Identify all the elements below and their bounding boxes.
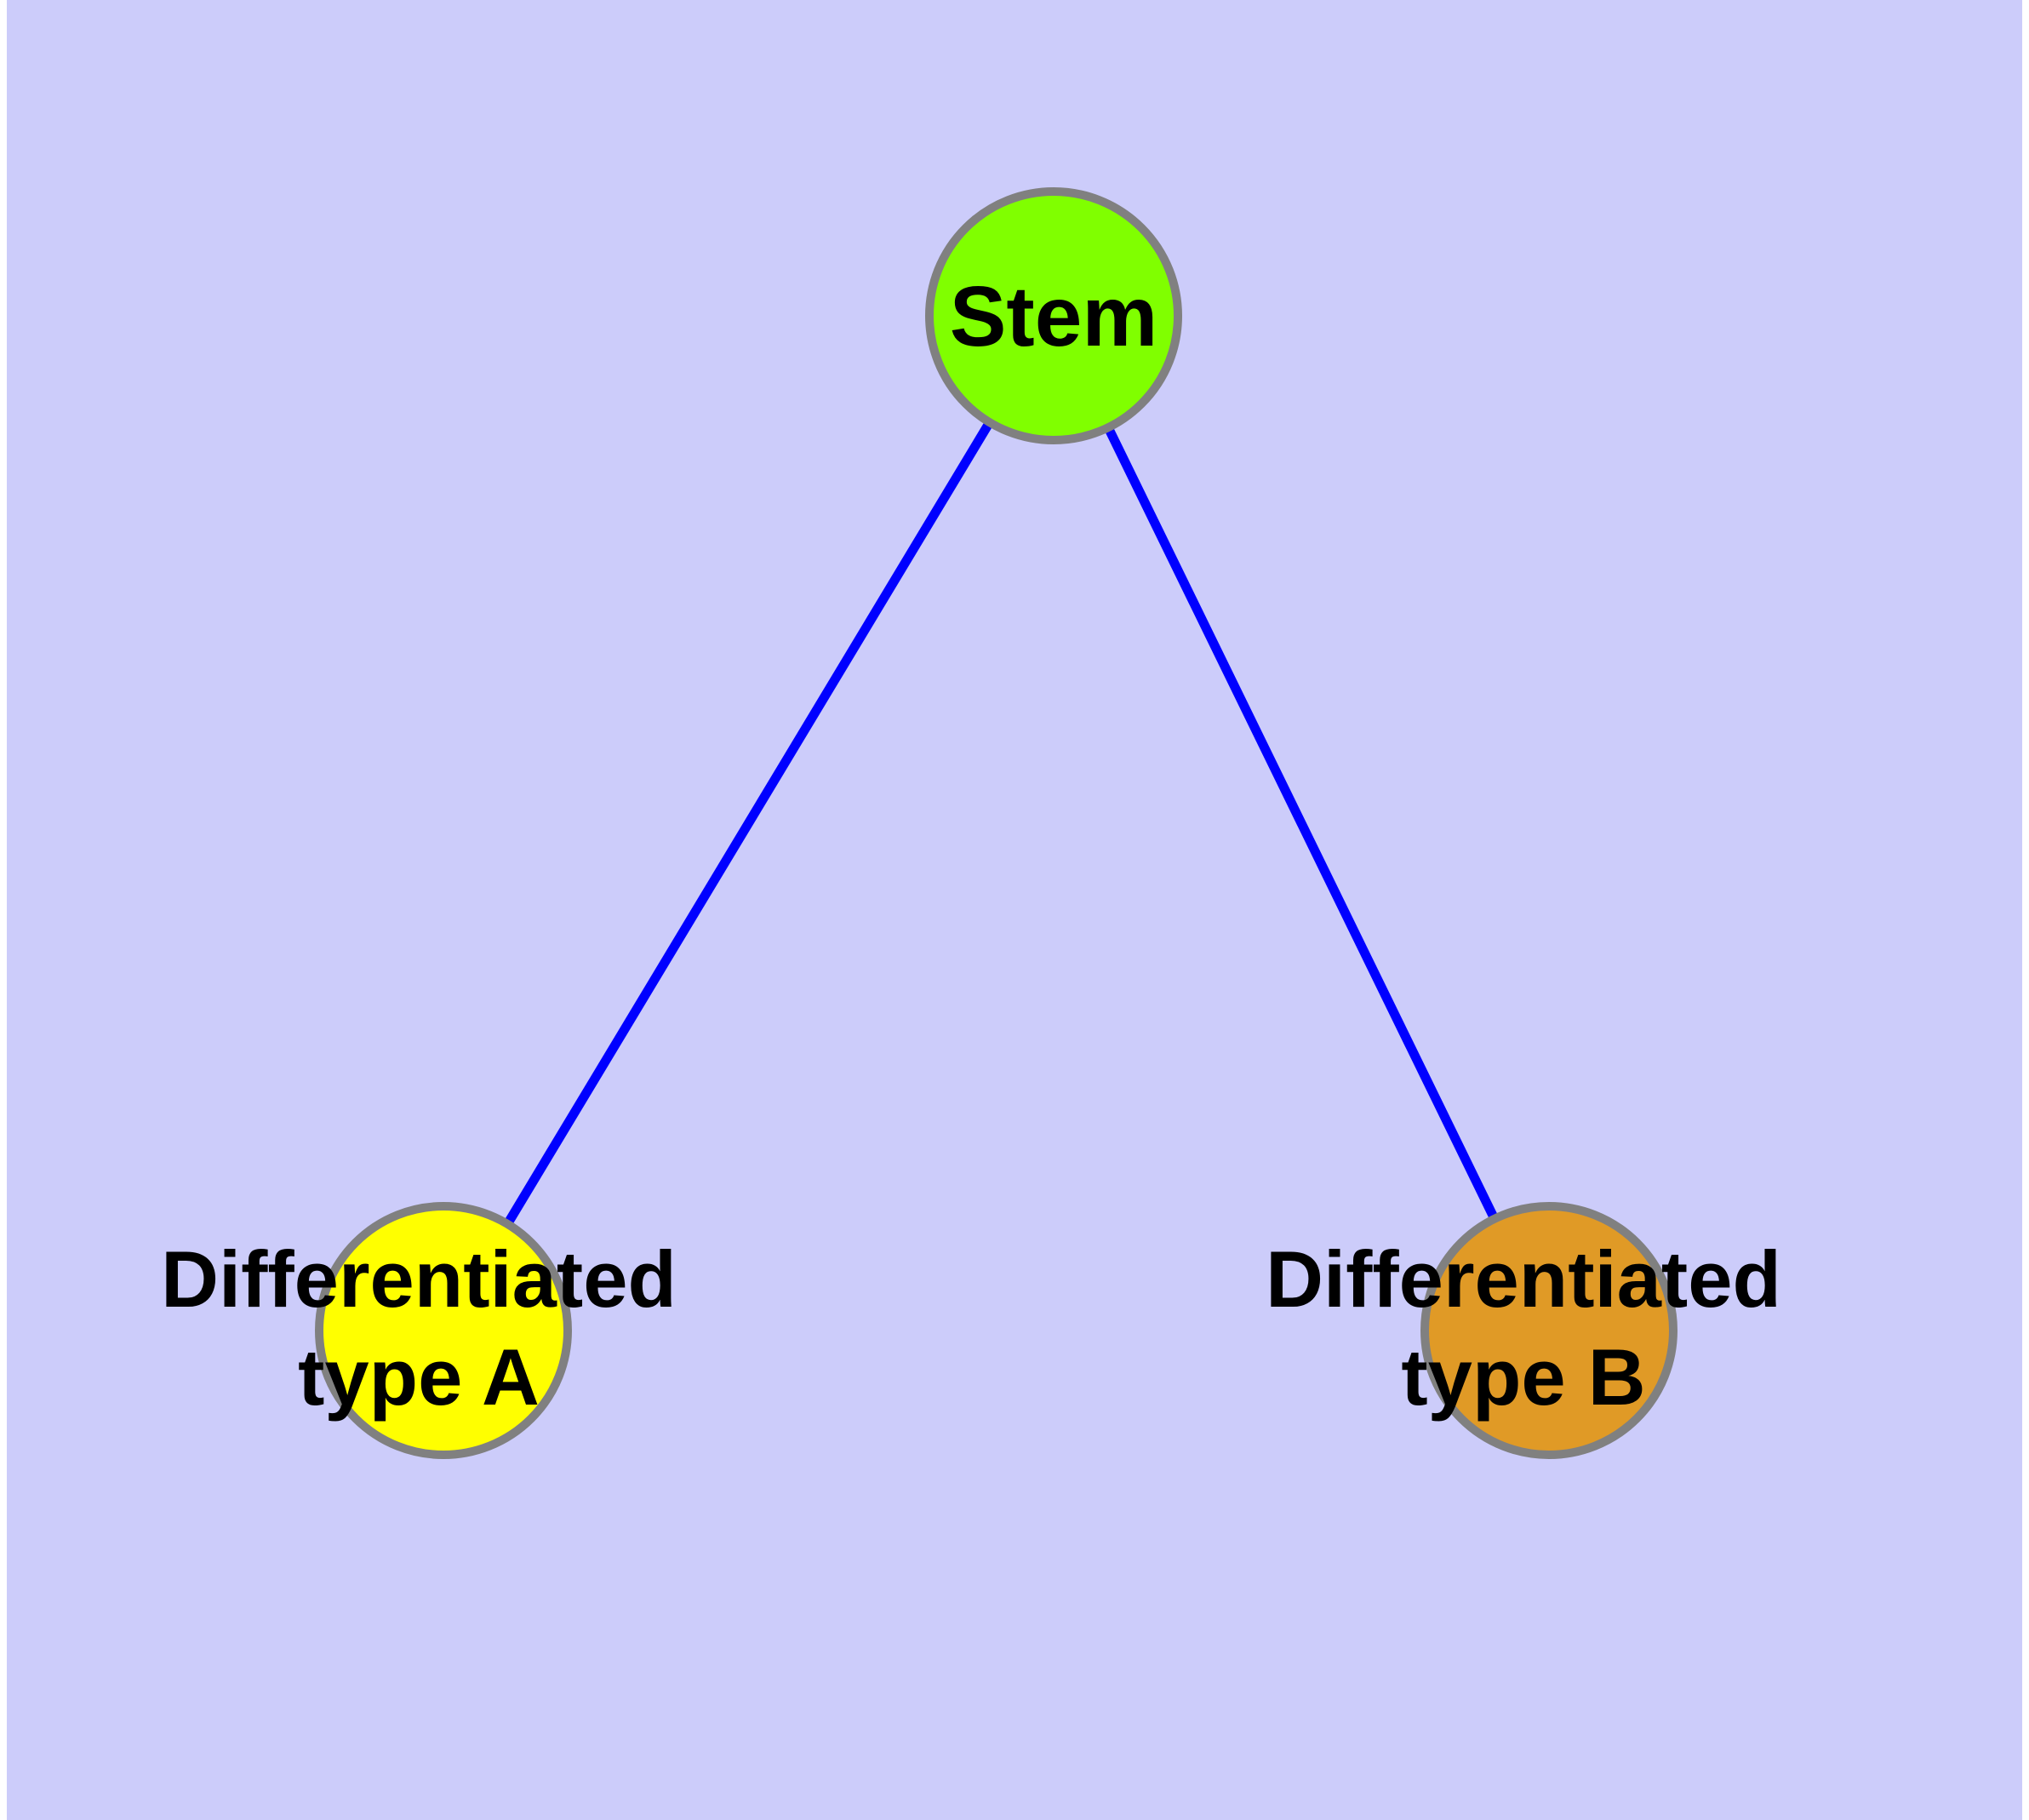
node-diff-a-label-line2: type A (298, 1332, 540, 1422)
edge-stem-to-diff-b[interactable] (1049, 313, 1553, 1333)
node-diff-a-circle[interactable] (315, 1202, 572, 1459)
node-diff-a-label-line1: Differentiated (161, 1234, 677, 1324)
edge-stem-to-diff-a[interactable] (439, 313, 1058, 1333)
node-stem-circle[interactable] (925, 187, 1182, 444)
edge-layer (439, 313, 1553, 1333)
node-diff-b-circle[interactable] (1420, 1202, 1677, 1459)
node-diff-b-label-line1: Differentiated (1266, 1234, 1781, 1324)
node-diff-b-label-line2: type B (1401, 1332, 1645, 1422)
node-stem-label: Stem (950, 269, 1158, 364)
node-diff-b[interactable] (1420, 1202, 1677, 1459)
label-layer: Stem Differentiated type A Differentiate… (161, 269, 1781, 1422)
node-diff-a[interactable] (315, 1202, 572, 1459)
node-stem[interactable] (925, 187, 1182, 444)
